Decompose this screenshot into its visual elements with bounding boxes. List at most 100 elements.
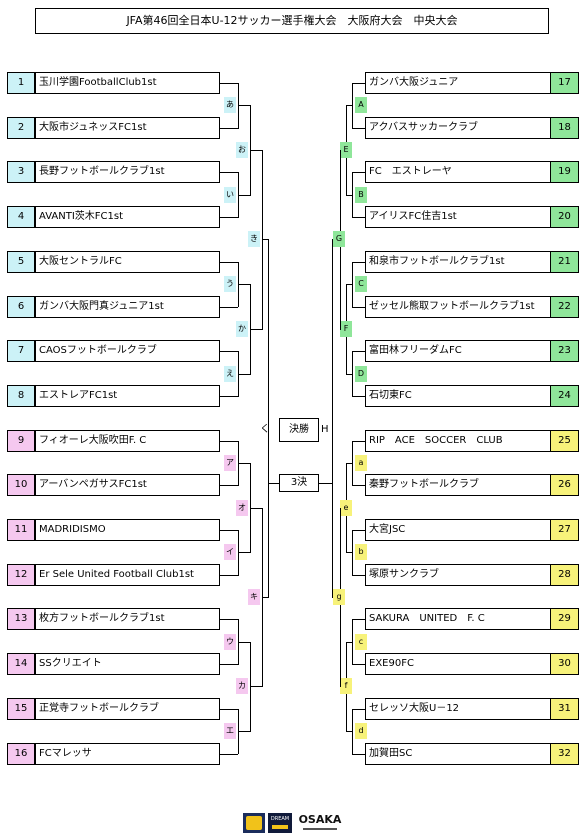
bracket-line xyxy=(250,150,262,152)
jfa-logo xyxy=(243,813,265,833)
team-name: ガンバ大阪ジュニア xyxy=(365,72,551,94)
team-number: 12 xyxy=(7,563,35,586)
osaka-logo-text: OSAKA xyxy=(298,813,342,826)
match-tag: か xyxy=(236,320,248,337)
bracket-line xyxy=(238,284,250,286)
team-number: 20 xyxy=(550,206,579,229)
bracket-line xyxy=(352,172,365,174)
bracket-line xyxy=(352,261,353,308)
team-number: 4 xyxy=(7,206,35,229)
team-name: FC エストレーヤ xyxy=(365,161,551,184)
team-name: RIP ACE SOCCER CLUB xyxy=(365,429,551,452)
team-name: 大宮JSC xyxy=(365,519,551,541)
bracket-line xyxy=(352,83,353,129)
bracket-line xyxy=(352,619,365,621)
match-tag: う xyxy=(224,276,236,293)
bracket-line xyxy=(220,708,238,710)
bracket-line xyxy=(250,686,262,688)
third-place-label: 3決 xyxy=(290,477,308,488)
team-number: 23 xyxy=(550,340,579,363)
bracket-line xyxy=(262,597,268,599)
team-number: 22 xyxy=(550,295,579,318)
bracket-line xyxy=(352,619,353,666)
team-number: 19 xyxy=(550,161,579,184)
team-name: FCマレッサ xyxy=(35,742,220,765)
bracket-line xyxy=(346,731,352,733)
final-left-tag: く xyxy=(260,424,270,435)
team-name: MADRIDISMO xyxy=(35,519,220,541)
team-number: 21 xyxy=(550,250,579,273)
team-name: 塚原サンクラブ xyxy=(365,563,551,586)
match-tag: B xyxy=(355,186,367,203)
bracket-line xyxy=(352,83,365,84)
match-tag: カ xyxy=(236,678,248,695)
team-number: 24 xyxy=(550,384,579,407)
bracket-line xyxy=(352,440,353,487)
page-title: JFA第46回全日本U-12サッカー選手権大会 大阪府大会 中央大会 xyxy=(35,8,549,34)
team-name: 和泉市フットボールクラブ1st xyxy=(365,250,551,273)
bracket-line xyxy=(238,641,250,643)
match-tag: エ xyxy=(224,723,236,740)
team-number: 9 xyxy=(7,429,35,452)
team-number: 1 xyxy=(7,72,35,94)
match-tag: c xyxy=(355,633,367,650)
team-name: セレッソ大阪U－12 xyxy=(365,697,551,720)
bracket-line xyxy=(352,127,365,129)
bracket-line xyxy=(352,708,365,710)
match-tag: G xyxy=(333,231,345,248)
bracket-line xyxy=(352,306,365,308)
bracket-line xyxy=(346,194,352,196)
team-number: 11 xyxy=(7,519,35,541)
team-number: 30 xyxy=(550,653,579,676)
bracket-line xyxy=(238,731,250,733)
match-tag: F xyxy=(340,320,352,337)
bracket-line xyxy=(352,708,353,755)
third-place-box: 3決 xyxy=(279,474,319,492)
bracket-line xyxy=(220,619,238,621)
bracket-line xyxy=(250,328,262,330)
bracket-line xyxy=(220,753,238,755)
bracket-line xyxy=(352,217,365,219)
team-name: 秦野フットボールクラブ xyxy=(365,474,551,497)
bracket-line xyxy=(238,462,250,464)
bracket-line xyxy=(220,261,238,263)
team-number: 27 xyxy=(550,519,579,541)
team-number: 13 xyxy=(7,608,35,631)
bracket-line xyxy=(238,105,250,107)
team-number: 15 xyxy=(7,697,35,720)
team-number: 5 xyxy=(7,250,35,273)
team-name: CAOSフットボールクラブ xyxy=(35,340,220,363)
team-name: アーバンペガサスFC1st xyxy=(35,474,220,497)
team-name: AVANTI茨木FC1st xyxy=(35,206,220,229)
team-number: 7 xyxy=(7,340,35,363)
bracket-line xyxy=(352,485,365,487)
team-number: 17 xyxy=(550,72,579,94)
bracket-line xyxy=(346,552,352,554)
match-tag: ア xyxy=(224,454,236,471)
team-name: アイリスFC住吉1st xyxy=(365,206,551,229)
team-name: Er Sele United Football Club1st xyxy=(35,563,220,586)
match-tag: d xyxy=(355,723,367,740)
bracket-line xyxy=(220,351,238,353)
bracket-line xyxy=(352,395,365,397)
team-name: 加賀田SC xyxy=(365,742,551,765)
bracket-line xyxy=(220,217,238,219)
team-number: 25 xyxy=(550,429,579,452)
team-name: エストレアFC1st xyxy=(35,384,220,407)
final-label: 決勝 xyxy=(289,424,309,435)
match-tag: E xyxy=(340,142,352,159)
team-number: 6 xyxy=(7,295,35,318)
match-tag: g xyxy=(333,589,345,606)
match-tag: い xyxy=(224,186,236,203)
bracket-line xyxy=(352,530,353,576)
team-number: 31 xyxy=(550,697,579,720)
bracket-line xyxy=(220,485,238,487)
match-tag: A xyxy=(355,97,367,114)
bracket-line xyxy=(250,507,262,509)
team-name: 大阪セントラルFC xyxy=(35,250,220,273)
bracket-line xyxy=(352,664,365,666)
team-number: 14 xyxy=(7,653,35,676)
bracket-line xyxy=(220,172,238,174)
team-number: 10 xyxy=(7,474,35,497)
